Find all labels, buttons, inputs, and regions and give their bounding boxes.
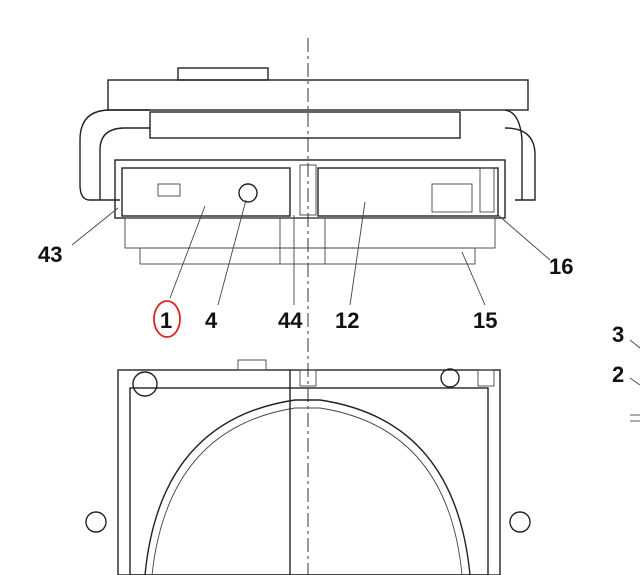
callout-2: 2: [612, 362, 624, 387]
leader-15: [461, 251, 486, 306]
leader-12: [349, 201, 366, 306]
callout-16: 16: [549, 254, 573, 279]
callout-43: 43: [38, 242, 62, 267]
callout-44: 44: [278, 308, 303, 333]
callout-4: 4: [205, 308, 218, 333]
leader-43: [71, 207, 119, 246]
leader-4: [217, 199, 247, 306]
leader-lines: [71, 199, 640, 386]
lower-assembly: [85, 359, 640, 575]
leader-2: [629, 377, 640, 386]
leader-1: [169, 205, 206, 299]
callout-1: 1: [160, 308, 172, 333]
highlight-circle: [153, 300, 181, 338]
leader-16: [497, 214, 551, 261]
upper-assembly: [79, 67, 536, 265]
callout-15: 15: [473, 308, 497, 333]
callout-3: 3: [612, 322, 624, 347]
leader-3: [629, 339, 640, 349]
callout-12: 12: [335, 308, 359, 333]
